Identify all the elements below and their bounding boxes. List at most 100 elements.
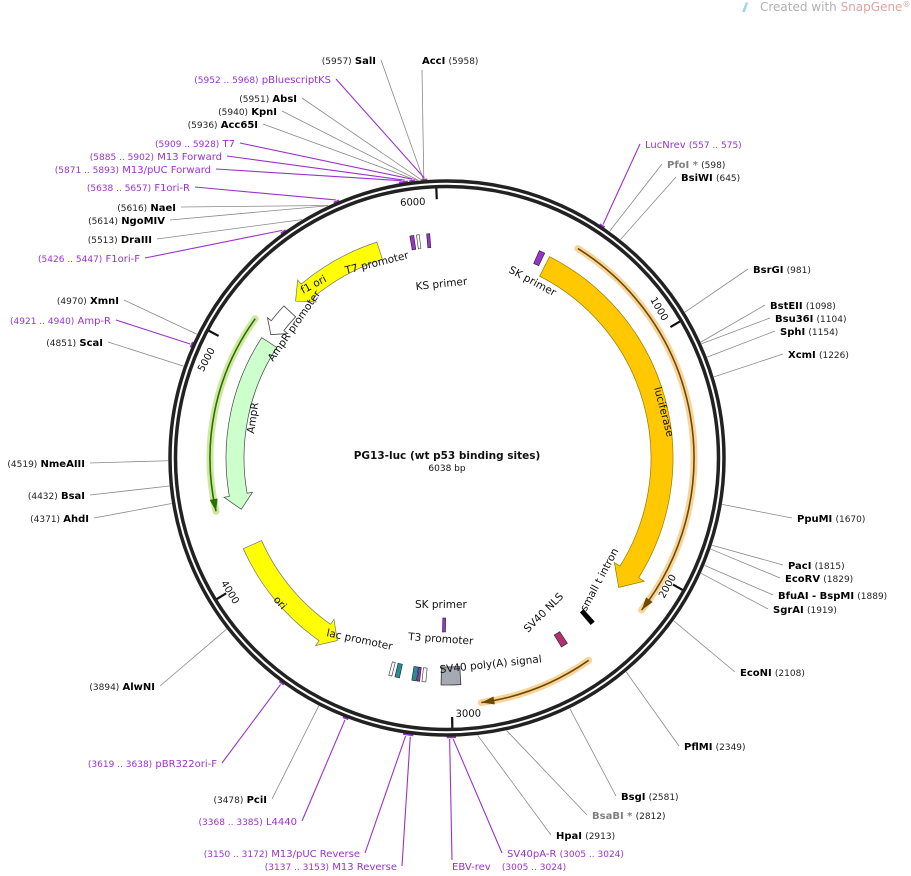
watermark: Created with SnapGene® xyxy=(742,0,910,14)
sv40-polya-feature[interactable] xyxy=(440,666,462,686)
features xyxy=(206,233,698,707)
orf-arrow-bottom[interactable] xyxy=(477,656,593,707)
lac-operator-feature[interactable] xyxy=(394,662,403,679)
tick-mark xyxy=(672,583,684,591)
feature-label-t3-promoter[interactable]: T3 promoter xyxy=(407,631,475,648)
site-label-f1ori-f[interactable]: (5426 .. 5447) F1ori-F xyxy=(38,254,140,265)
ori-feature[interactable] xyxy=(242,540,338,647)
site-label-ebv-rev[interactable]: EBV-rev (3005 .. 3024) xyxy=(452,862,566,873)
label-line xyxy=(301,97,423,181)
site-label-xmni[interactable]: (4970) XmnI xyxy=(57,296,119,307)
site-label-alwni[interactable]: (3894) AlwNI xyxy=(89,682,155,693)
label-line xyxy=(239,142,413,180)
site-label-paci[interactable]: PacI (1815) xyxy=(788,561,845,572)
site-location: (3150 .. 3172) xyxy=(204,850,268,860)
site-label-pflmi[interactable]: PflMI (2349) xyxy=(684,742,746,753)
site-location: (4851) xyxy=(46,339,76,349)
feature-label-sv40-nls[interactable]: SV40 NLS xyxy=(522,590,567,635)
site-label-scai[interactable]: (4851) ScaI xyxy=(46,338,103,349)
site-label-absi[interactable]: (5951) AbsI xyxy=(239,94,297,105)
site-label-amp-r[interactable]: (4921 .. 4940) Amp-R xyxy=(10,316,111,327)
site-label-draiii[interactable]: (5513) DraIII xyxy=(88,235,152,246)
site-label-bsteii[interactable]: BstEII (1098) xyxy=(770,301,836,312)
site-label-hpai[interactable]: HpaI (2913) xyxy=(556,831,615,842)
t3-promoter-feature[interactable] xyxy=(416,666,422,682)
label-line xyxy=(335,78,425,179)
site-label-sgrai[interactable]: SgrAI (1919) xyxy=(773,605,837,616)
label-line xyxy=(271,705,320,800)
primer-binding-mark xyxy=(598,223,606,229)
small-t-intron-feature[interactable] xyxy=(579,609,595,625)
site-label-m13-puc-reverse[interactable]: (3150 .. 3172) M13/pUC Reverse xyxy=(204,849,360,860)
site-name: Bsu36I xyxy=(775,314,813,325)
site-label-pfoi-[interactable]: PfoI * (598) xyxy=(667,160,725,171)
cap-site-feature[interactable] xyxy=(388,661,396,677)
site-label-bsrgi[interactable]: BsrGI (981) xyxy=(753,265,811,276)
site-location: (5638 .. 5657) xyxy=(87,184,151,194)
feature-label-sk-primer-bottom[interactable]: SK primer xyxy=(415,599,467,611)
site-label-sali[interactable]: (5957) SalI xyxy=(322,56,376,67)
site-label-t7[interactable]: (5909 .. 5928) T7 xyxy=(155,139,235,150)
site-label-bsiwi[interactable]: BsiWI (645) xyxy=(681,173,740,184)
feature-label-ampr[interactable]: AmpR xyxy=(245,402,261,435)
site-label-ppumi[interactable]: PpuMI (1670) xyxy=(797,514,865,525)
site-label-bfuai-bspmi[interactable]: BfuAI - BspMI (1889) xyxy=(778,591,887,602)
t7-site-feature[interactable] xyxy=(416,234,422,250)
label-line xyxy=(215,168,402,182)
site-location: (981) xyxy=(787,266,811,276)
site-name: NgoMIV xyxy=(121,216,165,227)
ampr-feature[interactable] xyxy=(223,337,278,510)
label-line xyxy=(93,503,172,519)
site-name: M13/pUC Reverse xyxy=(271,849,360,860)
feature-label-sv40-polya[interactable]: SV40 poly(A) signal xyxy=(439,653,542,676)
site-label-f1ori-r[interactable]: (5638 .. 5657) F1ori-R xyxy=(87,183,190,194)
site-name: BsgI xyxy=(621,792,645,803)
site-label-pcii[interactable]: (3478) PciI xyxy=(213,795,267,806)
ampr-promoter-feature[interactable] xyxy=(266,305,297,336)
site-label-bsu36i[interactable]: Bsu36I (1104) xyxy=(775,314,846,325)
site-label-sv40pa-r[interactable]: SV40pA-R (3005 .. 3024) xyxy=(507,849,624,860)
site-label-bsai[interactable]: (4432) BsaI xyxy=(28,491,85,502)
site-label-m13-reverse[interactable]: (3137 .. 3153) M13 Reverse xyxy=(265,862,397,873)
primer-binding-mark xyxy=(398,180,405,185)
f1-ori-feature[interactable] xyxy=(295,241,383,303)
tick-label: 3000 xyxy=(456,708,482,720)
site-label-ecorv[interactable]: EcoRV (1829) xyxy=(785,574,853,585)
t7-promoter-feature[interactable] xyxy=(409,235,417,251)
site-label-l4440[interactable]: (3368 .. 3385) L4440 xyxy=(199,817,298,828)
ks-primer-feature[interactable] xyxy=(426,233,432,249)
site-label-nmeaiii[interactable]: (4519) NmeAIII xyxy=(7,459,85,470)
site-name: pBR322ori-F xyxy=(155,759,217,770)
site-label-acc65i[interactable]: (5936) Acc65I xyxy=(188,120,258,131)
site-label-econi[interactable]: EcoNI (2108) xyxy=(740,668,805,679)
site-label-lucnrev[interactable]: LucNrev (557 .. 575) xyxy=(645,140,742,151)
site-label-sphi[interactable]: SphI (1154) xyxy=(780,327,838,338)
luciferase-feature[interactable] xyxy=(539,256,674,588)
site-label-m13-forward[interactable]: (5885 .. 5902) M13 Forward xyxy=(90,152,222,163)
luciferase-orf-arrow[interactable] xyxy=(574,245,698,614)
sk-primer-site-feature[interactable] xyxy=(421,667,428,683)
feature-label-small-t-intron[interactable]: small t intron xyxy=(578,546,621,613)
site-label-pbluescriptks[interactable]: (5952 .. 5968) pBluescriptKS xyxy=(194,75,331,86)
sv40-nls-feature[interactable] xyxy=(553,631,568,648)
ampr-orf-arrow[interactable] xyxy=(206,315,259,515)
site-location: (5513) xyxy=(88,236,118,246)
site-location: (2812) xyxy=(636,812,666,822)
site-label-xcmi[interactable]: XcmI (1226) xyxy=(788,350,849,361)
label-line xyxy=(449,738,453,861)
site-label-ngomiv[interactable]: (5614) NgoMIV xyxy=(88,216,165,227)
site-label-kpni[interactable]: (5940) KpnI xyxy=(218,107,277,118)
site-label-m13-puc-forward[interactable]: (5871 .. 5893) M13/pUC Forward xyxy=(55,165,211,176)
lac-promoter-feature[interactable] xyxy=(411,666,419,682)
sk-primer-bottom-feature[interactable] xyxy=(442,617,446,633)
site-label-ahdi[interactable]: (4371) AhdI xyxy=(30,514,89,525)
feature-label-ks-primer[interactable]: KS primer xyxy=(415,276,468,293)
sk-primer-top-feature[interactable] xyxy=(533,250,546,267)
site-label-pbr322ori-f[interactable]: (3619 .. 3638) pBR322ori-F xyxy=(88,759,217,770)
site-label-naei[interactable]: (5616) NaeI xyxy=(117,203,176,214)
site-label-bsabi-[interactable]: BsaBI * (2812) xyxy=(592,811,666,822)
site-label-acci[interactable]: AccI (5958) xyxy=(422,56,478,67)
site-label-bsgi[interactable]: BsgI (2581) xyxy=(621,792,679,803)
feature-label-lac-promoter[interactable]: lac promoter xyxy=(325,627,394,653)
